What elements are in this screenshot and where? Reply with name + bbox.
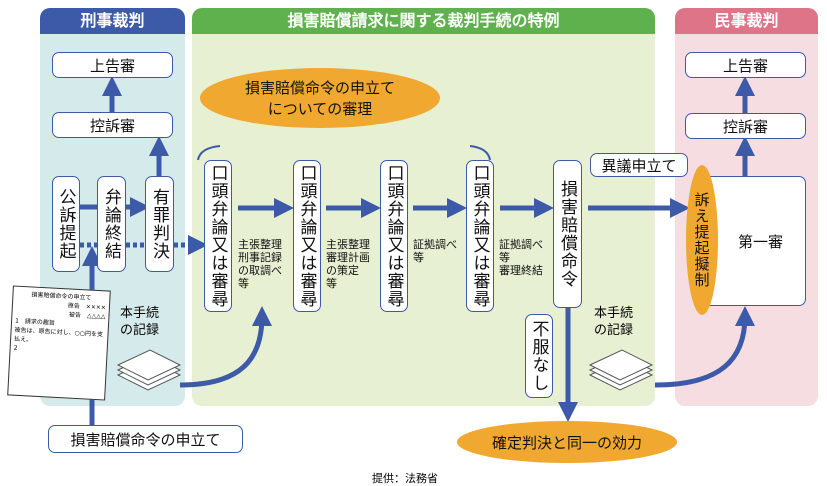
hearing-title-line1: 損害賠償命令の申立て (244, 79, 395, 97)
final-judgment-effect-oval: 確定判決と同一の効力 (457, 421, 677, 463)
step-note-3: 証拠調べ 等 (413, 238, 457, 264)
damages-order-box: 損害賠償命令 (553, 160, 582, 308)
deemed-filing-oval: 訴え提起擬制 (686, 165, 718, 315)
step-note-2: 主張整理 審理計画 の策定 等 (326, 238, 370, 290)
special-header: 損害賠償請求に関する裁判手続の特例 (192, 8, 655, 34)
criminal-header: 刑事裁判 (40, 8, 185, 34)
petition-label-box: 損害賠償命令の申立て (48, 425, 243, 453)
petition-document: 損害賠償命令の申立て 原告 ×××× 被告 △△△△ 1 請求の趣旨 被告は、原… (7, 285, 111, 401)
credit: 提供：法務省 (372, 472, 438, 485)
hearing-box-2: 口頭弁論又は審尋 (293, 160, 321, 312)
hearing-title-line2: についての審理 (267, 100, 373, 118)
criminal-supreme-court-box: 上告審 (52, 52, 173, 78)
civil-supreme-court-box: 上告審 (685, 52, 806, 78)
closing-argument-box: 弁論終結 (97, 176, 126, 272)
criminal-appeal-court-box: 控訴審 (52, 112, 173, 138)
guilty-verdict-box: 有罪判決 (145, 176, 174, 272)
hearing-box-1: 口頭弁論又は審尋 (204, 160, 232, 312)
hearing-box-3: 口頭弁論又は審尋 (380, 160, 408, 312)
prosecution-box: 公訴提起 (52, 176, 80, 272)
civil-record-label: 本手続 の記録 (594, 306, 634, 338)
hearing-box-4: 口頭弁論又は審尋 (466, 160, 494, 312)
no-objection-box: 不服なし (525, 314, 553, 398)
step-note-4: 証拠調べ 等 審理終結 (499, 238, 543, 277)
hearing-title-oval: 損害賠償命令の申立て についての審理 (200, 68, 440, 128)
civil-header: 民事裁判 (675, 8, 818, 34)
step-note-1: 主張整理 刑事記録 の取調べ 等 (238, 238, 282, 290)
civil-appeal-court-box: 控訴審 (685, 113, 806, 139)
criminal-record-label: 本手続 の記録 (120, 306, 160, 338)
objection-box: 異議申立て (590, 153, 688, 177)
